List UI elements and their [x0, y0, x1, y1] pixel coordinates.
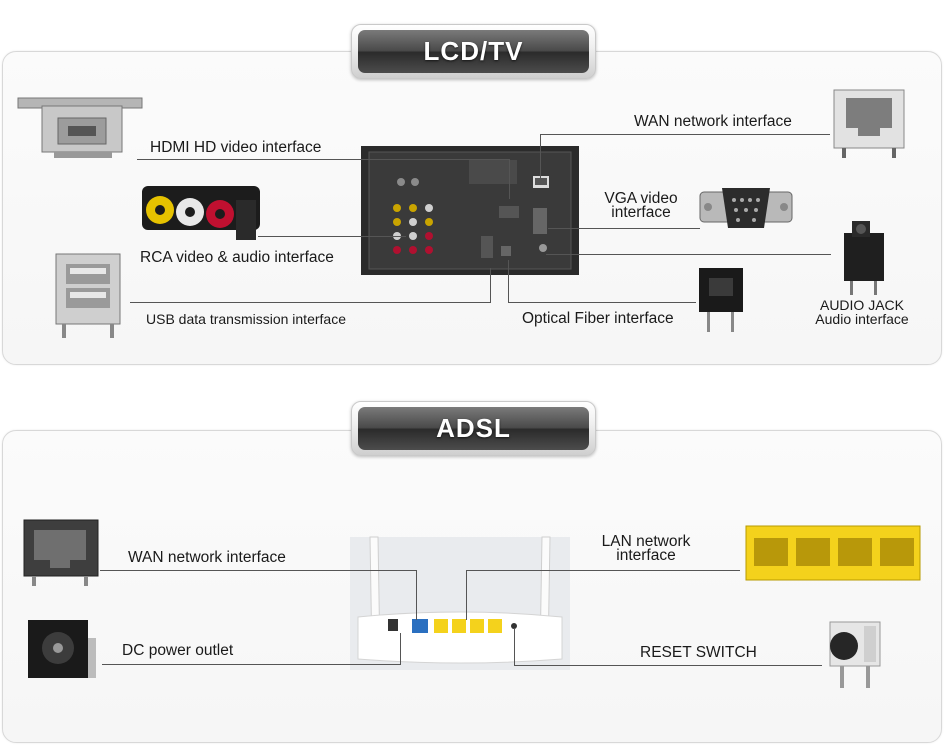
audio-jack-icon — [844, 221, 884, 295]
lan-leader-line-drop — [466, 570, 467, 620]
lcd-wan-leader-line-drop — [540, 134, 541, 182]
reset-label: RESET SWITCH — [640, 644, 757, 661]
reset-leader-line-rise — [514, 628, 515, 666]
dc-jack-icon — [28, 620, 96, 678]
lan-4port-icon — [745, 525, 921, 581]
dc-leader-line-rise — [400, 633, 401, 665]
optical-leader-line-rise — [508, 260, 509, 303]
usb-label: USB data transmission interface — [146, 311, 346, 327]
vga-connector-icon — [699, 188, 793, 228]
rca-jack-icon — [142, 186, 260, 240]
reset-leader-line — [514, 665, 822, 666]
audio-label-line1: AUDIO JACK — [819, 297, 904, 313]
audio-label-line2: Audio interface — [815, 311, 909, 327]
adsl-title: ADSL — [358, 407, 589, 450]
vga-label-line2: interface — [611, 204, 671, 221]
optical-leader-line — [508, 302, 696, 303]
router-image — [350, 536, 570, 670]
lcd-tv-title: LCD/TV — [358, 30, 589, 73]
lan-leader-line — [466, 570, 740, 571]
adsl-title-badge: ADSL — [351, 401, 596, 456]
adsl-rj45-jack-icon — [23, 519, 99, 586]
lcd-wan-label: WAN network interface — [634, 113, 792, 130]
usb-port-icon — [55, 253, 121, 338]
tactile-switch-icon — [829, 621, 881, 688]
audio-leader-line — [546, 254, 831, 255]
optical-label: Optical Fiber interface — [522, 310, 674, 327]
hdmi-leader-line — [137, 159, 509, 160]
hdmi-connector-icon — [17, 97, 143, 158]
adsl-wan-label: WAN network interface — [128, 549, 286, 566]
vga-leader-line — [548, 228, 700, 229]
lcd-wan-leader-line — [540, 134, 830, 135]
lan-label-line1: LAN network — [601, 533, 691, 550]
adsl-wan-leader-line — [100, 570, 416, 571]
rca-label: RCA video & audio interface — [140, 249, 334, 266]
rca-leader-line — [258, 236, 406, 237]
lcd-tv-title-badge: LCD/TV — [351, 24, 596, 79]
usb-leader-line-rise — [490, 268, 491, 303]
lan-label-line2: interface — [616, 547, 676, 564]
hdmi-leader-line-drop — [509, 159, 510, 199]
tv-back-panel-image — [361, 146, 579, 275]
hdmi-label: HDMI HD video interface — [150, 139, 322, 156]
dc-leader-line — [102, 664, 400, 665]
usb-leader-line — [130, 302, 490, 303]
dc-label: DC power outlet — [122, 642, 234, 659]
rj45-jack-icon — [833, 89, 905, 158]
adsl-wan-leader-line-drop — [416, 570, 417, 620]
optical-connector-icon — [699, 268, 743, 332]
vga-label-line1: VGA video — [604, 190, 678, 207]
